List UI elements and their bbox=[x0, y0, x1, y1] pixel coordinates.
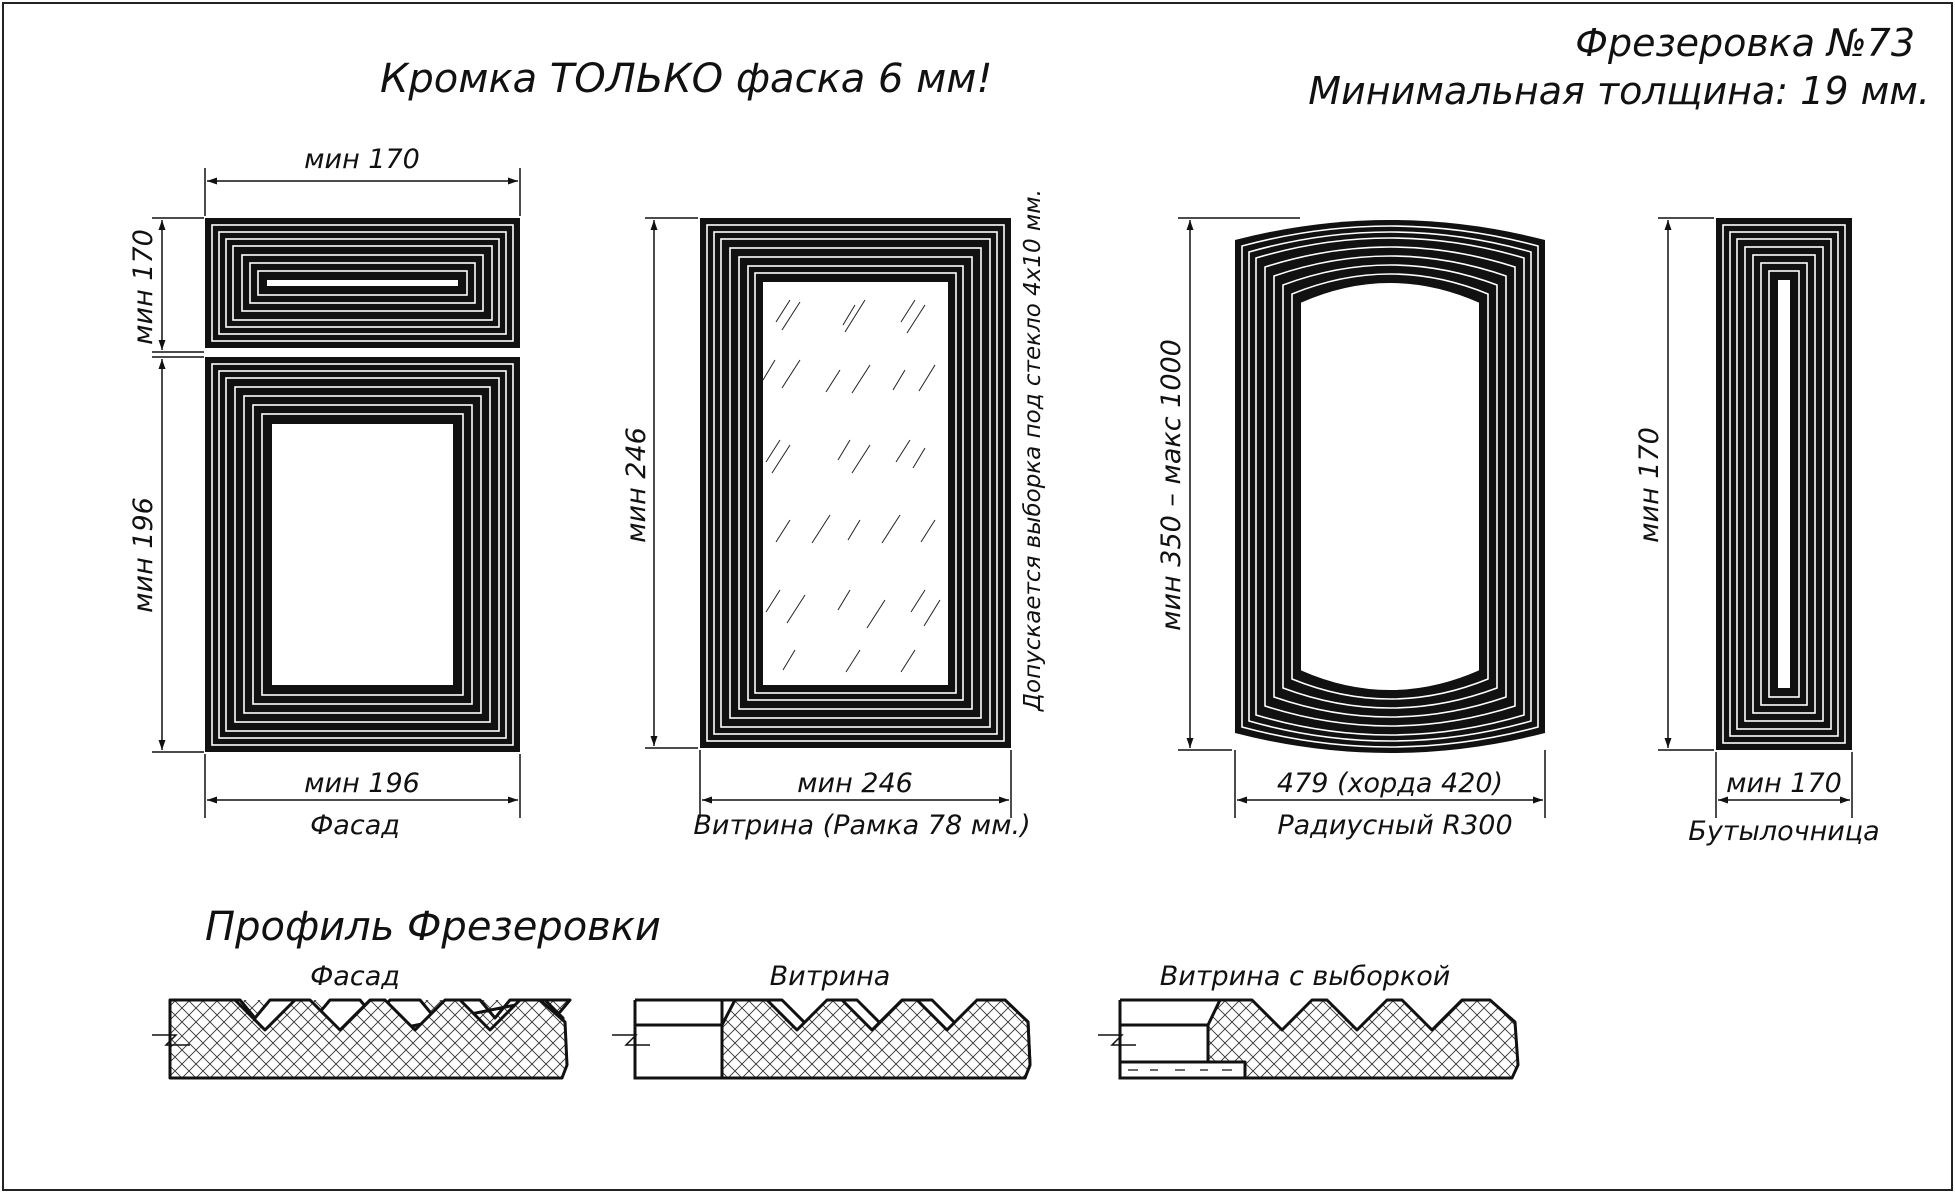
bottle-holder-grooves bbox=[1722, 224, 1846, 744]
glass-reflection-marks bbox=[762, 299, 941, 673]
profile-facade bbox=[152, 998, 572, 1080]
radius-door-drawing bbox=[1235, 220, 1545, 753]
radius-caption: Радиусный R300 bbox=[1277, 810, 1512, 841]
break-line bbox=[152, 1034, 190, 1046]
profile-label-vitrina: Витрина bbox=[770, 961, 891, 992]
vitrina-height: мин 246 bbox=[621, 427, 652, 543]
profile-vitrina bbox=[612, 998, 1032, 1080]
break-line bbox=[612, 1034, 650, 1046]
bottle-holder-drawing bbox=[1716, 218, 1852, 750]
door-center-panel bbox=[270, 422, 455, 687]
bottle-dimensions bbox=[1658, 217, 1853, 818]
door-grooves bbox=[211, 363, 514, 746]
facade-caption: Фасад bbox=[310, 810, 400, 841]
bottle-width: мин 170 bbox=[1726, 768, 1842, 799]
vitrina-dimensions bbox=[645, 217, 1012, 818]
profile-title: Профиль Фрезеровки bbox=[205, 904, 661, 950]
milling-number: Фрезеровка №73 bbox=[1575, 21, 1915, 65]
radius-dimensions bbox=[1178, 217, 1546, 818]
minimum-thickness: Минимальная толщина: 19 мм. bbox=[1308, 69, 1930, 113]
facade-door-height: мин 196 bbox=[128, 497, 159, 613]
vitrina-caption: Витрина (Рамка 78 мм.) bbox=[693, 810, 1030, 841]
edge-note: Кромка ТОЛЬКО фаска 6 мм! bbox=[380, 56, 993, 102]
facade-drawing bbox=[205, 218, 520, 752]
facade-bottom-width: мин 196 bbox=[304, 768, 420, 799]
facade-top-width: мин 170 bbox=[304, 144, 420, 175]
profile-label-facade: Фасад bbox=[310, 961, 400, 992]
facade-drawer-height: мин 170 bbox=[128, 229, 159, 345]
vitrina-width: мин 246 bbox=[797, 768, 913, 799]
bottle-height: мин 170 bbox=[1634, 427, 1665, 543]
break-line bbox=[1098, 1034, 1136, 1046]
vitrina-grooves bbox=[706, 224, 1005, 742]
bottle-holder-center bbox=[1776, 278, 1792, 690]
radius-door-grooves bbox=[1241, 225, 1539, 748]
glass-pane bbox=[761, 280, 950, 687]
vitrina-glass-note: Допускается выборка под стекло 4х10 мм. bbox=[1020, 189, 1046, 712]
profile-vitrina-rebate bbox=[1098, 998, 1520, 1080]
drawer-center bbox=[265, 278, 460, 288]
radius-width: 479 (хорда 420) bbox=[1277, 768, 1503, 799]
radius-door-center-panel bbox=[1299, 281, 1481, 692]
profile-label-vitrina-rebate: Витрина с выборкой bbox=[1160, 961, 1451, 992]
vitrina-drawing bbox=[700, 218, 1011, 748]
drawer-grooves bbox=[211, 224, 514, 342]
radius-height: мин 350 – макс 1000 bbox=[1156, 339, 1187, 631]
facade-dimensions bbox=[152, 168, 521, 818]
bottle-caption: Бутылочница bbox=[1688, 816, 1879, 847]
